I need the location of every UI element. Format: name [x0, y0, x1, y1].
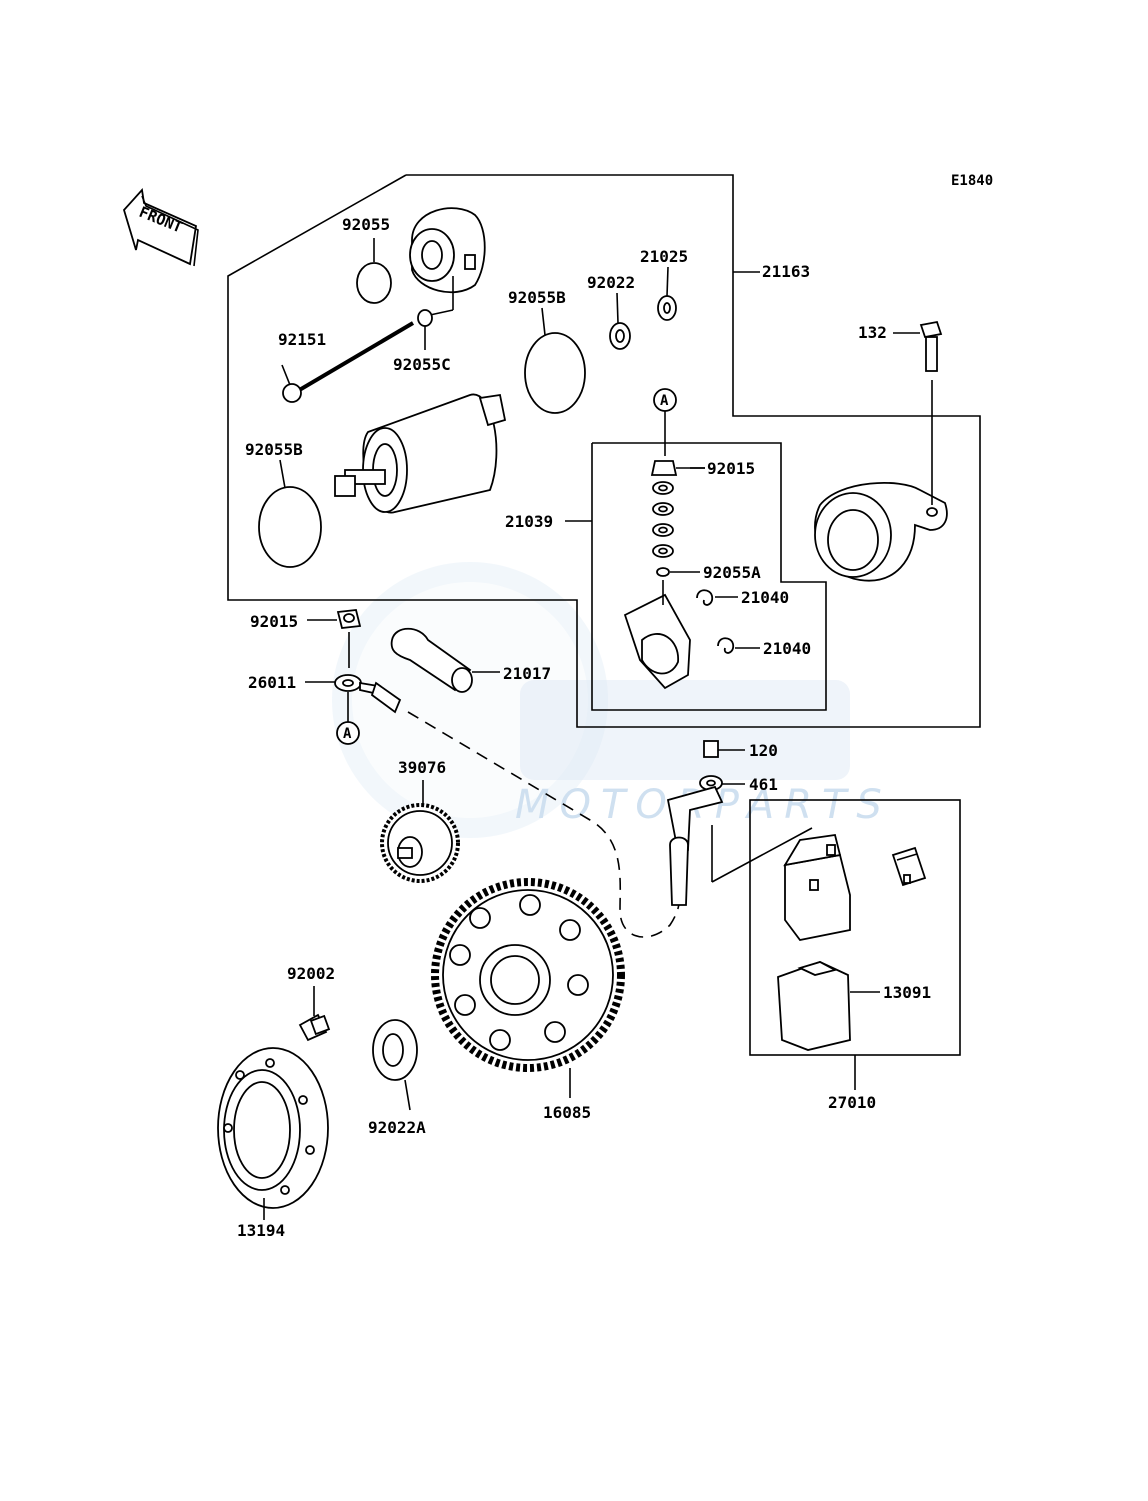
label-120: 120: [749, 741, 778, 760]
ref-marker-a-bottom-label: A: [343, 726, 352, 742]
label-92055b-left: 92055B: [245, 440, 303, 459]
fuse: [891, 846, 927, 887]
relay-frame: [749, 799, 961, 1090]
ref-marker-a-top: A: [653, 388, 677, 456]
label-92055c: 92055C: [393, 355, 451, 374]
ref-marker-a-bottom: A: [336, 721, 360, 745]
starter-cable-dashed: [407, 711, 681, 938]
label-132: 132: [858, 323, 887, 342]
brush-stack: [650, 460, 705, 577]
o-ring-92055c: [417, 309, 433, 327]
idle-gear-39076: [380, 780, 460, 883]
washer-92022a: [372, 1019, 418, 1111]
washer-461: [699, 775, 745, 791]
label-27010: 27010: [828, 1093, 876, 1112]
front-direction-arrow: FRONT: [122, 187, 199, 267]
nut-92015-left: [307, 609, 362, 668]
brush-plate: [623, 580, 691, 690]
label-92022: 92022: [587, 273, 635, 292]
brush-holder-frame: [565, 442, 827, 711]
label-92055a: 92055A: [703, 563, 761, 582]
diagram-code: E1840: [951, 173, 993, 189]
label-13091: 13091: [883, 983, 931, 1002]
starter-relay: [711, 825, 851, 941]
o-ring-92055b-left: [258, 486, 322, 568]
label-21017: 21017: [503, 664, 551, 683]
relay-bracket: [666, 785, 724, 906]
label-92151: 92151: [278, 330, 326, 349]
bolt-92002: [298, 986, 331, 1042]
brush-spring-21040-b: [717, 637, 760, 654]
terminal-26011: [305, 674, 402, 722]
watermark: MOTORPARTS: [332, 562, 882, 838]
label-92015-top: 92015: [707, 459, 755, 478]
label-26011: 26011: [248, 673, 296, 692]
relay-cover-13091: [777, 961, 880, 1051]
bolt-132: [893, 320, 943, 372]
label-92022a: 92022A: [368, 1118, 426, 1137]
ref-marker-a-top-label: A: [660, 393, 669, 409]
starter-clutch-13194: [217, 1047, 329, 1220]
starter-front-cover: [409, 207, 486, 316]
o-ring-92055b-mid: [524, 332, 586, 414]
label-461: 461: [749, 775, 778, 794]
label-21040-b: 21040: [763, 639, 811, 658]
label-21040-a: 21040: [741, 588, 789, 607]
washer-92022: [609, 292, 631, 350]
label-39076: 39076: [398, 758, 446, 777]
label-21039: 21039: [505, 512, 553, 531]
label-21163: 21163: [762, 262, 810, 281]
label-92015-left: 92015: [250, 612, 298, 631]
through-bolt-92151: [281, 321, 415, 403]
starter-gear-16085: [431, 878, 625, 1098]
label-16085: 16085: [543, 1103, 591, 1122]
brush-spring-21040-a: [696, 589, 738, 606]
starter-assembly-frame: [227, 174, 981, 728]
label-92055b-mid: 92055B: [508, 288, 566, 307]
bolt-120: [703, 740, 745, 758]
starter-motor-body: [334, 393, 507, 514]
terminal-cover-21017: [390, 627, 500, 693]
label-21025: 21025: [640, 247, 688, 266]
washer-21025: [657, 266, 677, 321]
o-ring-92055: [356, 262, 392, 304]
label-92055-top: 92055: [342, 215, 390, 234]
starter-rear-cover: [814, 380, 948, 582]
label-92002: 92002: [287, 964, 335, 983]
label-13194: 13194: [237, 1221, 285, 1240]
